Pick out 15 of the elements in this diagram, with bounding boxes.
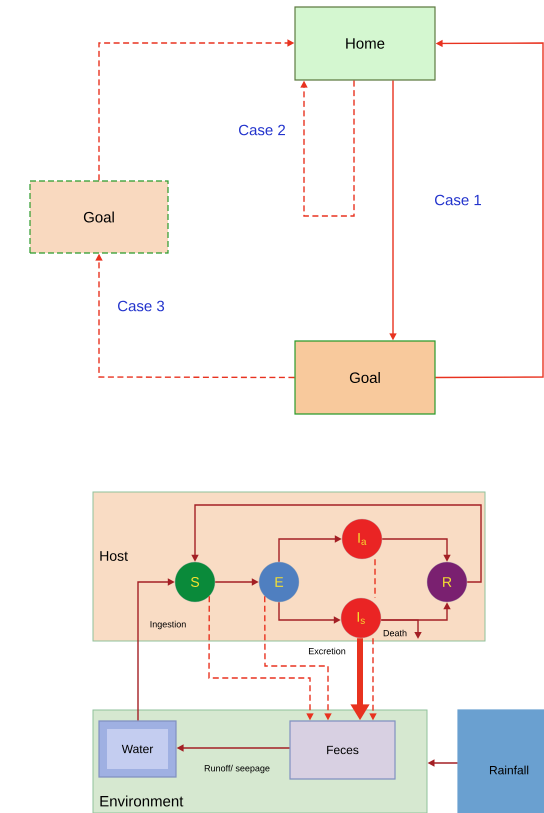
home-box: Home [294,6,436,81]
goal-box: Goal [29,180,169,254]
edge-label: Case 2 [239,124,285,136]
arrow [300,80,355,217]
edge-label: Ingestion [150,620,186,630]
feces-box: Feces [289,720,396,780]
connector-line [374,559,376,598]
rainfall-box: Rainfall [457,709,544,813]
goal-box: Goal [294,340,436,415]
edge-label: Case 1 [435,194,481,206]
edge-label: Excretion [308,648,346,654]
edge-label: Case 3 [118,300,164,312]
edge-label: Runoff/ seepage [204,764,270,774]
water-box: Water [98,720,177,778]
edge-label: Death [384,630,406,636]
